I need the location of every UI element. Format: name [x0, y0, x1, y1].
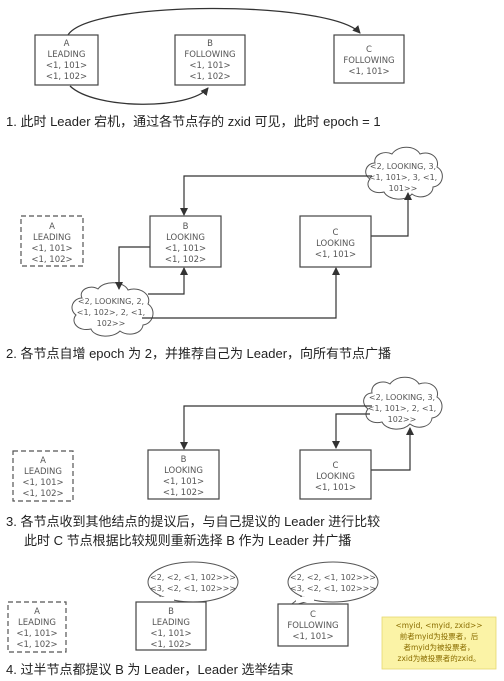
- arrow-c-cloud-to-b: [180, 175, 372, 216]
- svg-text:<3, <2, <1, 102>>>: <3, <2, <1, 102>>>: [150, 584, 236, 593]
- svg-text:<1, 101>, 3, <1,: <1, 101>, 3, <1,: [369, 173, 437, 182]
- svg-text:<1, 101>: <1, 101>: [292, 632, 333, 642]
- svg-text:B: B: [168, 607, 174, 617]
- node-zxid: <1, 101>: [348, 67, 389, 77]
- svg-text:C: C: [310, 610, 316, 620]
- arrow-c-to-cloud: [371, 427, 414, 471]
- arrow-a-to-b: [69, 85, 209, 105]
- vote-bubble-c: <2, <2, <1, 102>>> <3, <2, <1, 102>>>: [287, 561, 379, 608]
- arrow-b-cloud-to-c: [142, 267, 340, 319]
- arrow-c-to-cloud: [371, 192, 412, 237]
- svg-text:LOOKING: LOOKING: [316, 239, 355, 249]
- node-zxid: <1, 101>: [46, 61, 87, 71]
- svg-text:B: B: [183, 222, 189, 232]
- node-b: B LOOKING <1, 101> <1, 102>: [147, 449, 220, 500]
- node-a: A LEADING <1, 101> <1, 102>: [34, 34, 99, 86]
- svg-text:<1, 101>, 2, <1,: <1, 101>, 2, <1,: [368, 404, 436, 413]
- step-caption: 2. 各节点自增 epoch 为 2，并推荐自己为 Leader，向所有节点广播: [6, 346, 391, 361]
- svg-text:A: A: [34, 607, 40, 617]
- step-caption: 此时 C 节点根据比较规则重新选择 B 作为 Leader 并广播: [24, 533, 351, 548]
- svg-text:B: B: [181, 455, 187, 465]
- step-caption: 4. 过半节点都提议 B 为 Leader，Leader 选举结束: [6, 662, 294, 677]
- step-caption: 3. 各节点收到其他结点的提议后，与自己提议的 Leader 进行比较: [6, 514, 380, 529]
- node-c: C LOOKING <1, 101>: [299, 215, 372, 268]
- node-b: B LOOKING <1, 101> <1, 102>: [149, 215, 222, 268]
- arrow-cloud-to-b: [180, 405, 372, 450]
- svg-text:A: A: [49, 222, 55, 232]
- svg-text:<1, 101>: <1, 101>: [16, 629, 57, 639]
- node-c: C FOLLOWING <1, 101>: [277, 603, 349, 647]
- svg-text:C: C: [333, 461, 339, 471]
- vote-bubble-b: <2, <2, <1, 102>>> <3, <2, <1, 102>>>: [147, 561, 239, 608]
- svg-text:<1, 102>: <1, 102>: [150, 640, 191, 650]
- svg-text:zxid为被投票者的zxid。: zxid为被投票者的zxid。: [398, 653, 481, 663]
- node-state: FOLLOWING: [184, 50, 235, 60]
- node-label: C: [366, 45, 372, 55]
- svg-text:<1, 101>: <1, 101>: [31, 244, 72, 254]
- svg-text:<2, LOOKING, 3,: <2, LOOKING, 3,: [369, 393, 435, 402]
- node-zxid: <1, 101>: [189, 61, 230, 71]
- svg-text:<2, LOOKING, 3,: <2, LOOKING, 3,: [370, 162, 436, 171]
- node-label: A: [64, 39, 70, 49]
- svg-text:LOOKING: LOOKING: [166, 233, 205, 243]
- node-a: A LEADING <1, 101> <1, 102>: [7, 601, 67, 653]
- step-3: <2, LOOKING, 3, <1, 101>, 2, <1, 102>> A…: [6, 376, 443, 548]
- svg-text:LEADING: LEADING: [24, 467, 62, 477]
- arrow-cloud-to-b: [148, 267, 188, 295]
- arrow-b-to-cloud: [115, 246, 150, 290]
- svg-text:<1, 101>: <1, 101>: [163, 477, 204, 487]
- svg-text:<1, 101>: <1, 101>: [315, 483, 356, 493]
- svg-text:前者myid为投票者，后: 前者myid为投票者，后: [400, 631, 479, 641]
- svg-text:<1, 102>: <1, 102>: [31, 255, 72, 265]
- svg-text:<1, 102>, 2, <1,: <1, 102>, 2, <1,: [77, 308, 145, 317]
- step-4: <2, <2, <1, 102>>> <3, <2, <1, 102>>> <2…: [6, 561, 497, 677]
- node-state: LEADING: [48, 50, 86, 60]
- node-a: A LEADING <1, 101> <1, 102>: [20, 215, 84, 267]
- node-c: C LOOKING <1, 101>: [299, 449, 372, 500]
- svg-text:102>>: 102>>: [97, 319, 126, 328]
- svg-text:LEADING: LEADING: [33, 233, 71, 243]
- svg-text:C: C: [333, 228, 339, 238]
- node-zxid: <1, 102>: [46, 72, 87, 82]
- step-caption: 1. 此时 Leader 宕机，通过各节点存的 zxid 可见，此时 epoch…: [6, 114, 381, 129]
- svg-text:<1, 102>: <1, 102>: [165, 255, 206, 265]
- legend-note: <myid, <myid, zxid>> 前者myid为投票者，后 者myid为…: [381, 616, 497, 670]
- arrow-a-to-c: [67, 7, 361, 36]
- svg-text:者myid为被投票者，: 者myid为被投票者，: [403, 642, 474, 652]
- svg-text:<2, <2, <1, 102>>>: <2, <2, <1, 102>>>: [290, 573, 376, 582]
- node-label: B: [207, 39, 213, 49]
- proposal-cloud-b: <2, LOOKING, 2, <1, 102>, 2, <1, 102>>: [71, 282, 154, 337]
- svg-text:<2, LOOKING, 2,: <2, LOOKING, 2,: [78, 297, 144, 306]
- svg-text:A: A: [40, 456, 46, 466]
- step-1: A LEADING <1, 101> <1, 102> B FOLLOWING …: [6, 7, 405, 129]
- svg-text:<1, 101>: <1, 101>: [315, 250, 356, 260]
- step-2: <2, LOOKING, 3, <1, 101>, 3, <1, 101>> <…: [6, 146, 443, 361]
- svg-text:LEADING: LEADING: [18, 618, 56, 628]
- proposal-cloud-c: <2, LOOKING, 3, <1, 101>, 3, <1, 101>>: [365, 146, 443, 200]
- node-state: FOLLOWING: [343, 56, 394, 66]
- node-zxid: <1, 102>: [189, 72, 230, 82]
- svg-text:FOLLOWING: FOLLOWING: [287, 621, 338, 631]
- svg-text:101>>: 101>>: [389, 184, 418, 193]
- svg-text:<1, 101>: <1, 101>: [22, 478, 63, 488]
- svg-text:<1, 102>: <1, 102>: [16, 640, 57, 650]
- svg-text:<1, 102>: <1, 102>: [22, 489, 63, 499]
- svg-text:<1, 102>: <1, 102>: [163, 488, 204, 498]
- svg-text:<1, 101>: <1, 101>: [165, 244, 206, 254]
- proposal-cloud-c: <2, LOOKING, 3, <1, 101>, 2, <1, 102>>: [363, 376, 443, 430]
- svg-text:LEADING: LEADING: [152, 618, 190, 628]
- svg-text:102>>: 102>>: [388, 415, 417, 424]
- arrow-cloud-to-c-left: [332, 413, 370, 449]
- svg-text:<1, 101>: <1, 101>: [150, 629, 191, 639]
- svg-text:LOOKING: LOOKING: [316, 472, 355, 482]
- svg-text:<2, <2, <1, 102>>>: <2, <2, <1, 102>>>: [150, 573, 236, 582]
- node-b: B LEADING <1, 101> <1, 102>: [135, 601, 207, 651]
- svg-text:<myid, <myid, zxid>>: <myid, <myid, zxid>>: [395, 621, 482, 630]
- svg-text:<3, <2, <1, 102>>>: <3, <2, <1, 102>>>: [290, 584, 376, 593]
- node-c: C FOLLOWING <1, 101>: [333, 34, 405, 84]
- node-b: B FOLLOWING <1, 101> <1, 102>: [174, 34, 246, 86]
- node-a: A LEADING <1, 101> <1, 102>: [12, 450, 74, 502]
- svg-text:LOOKING: LOOKING: [164, 466, 203, 476]
